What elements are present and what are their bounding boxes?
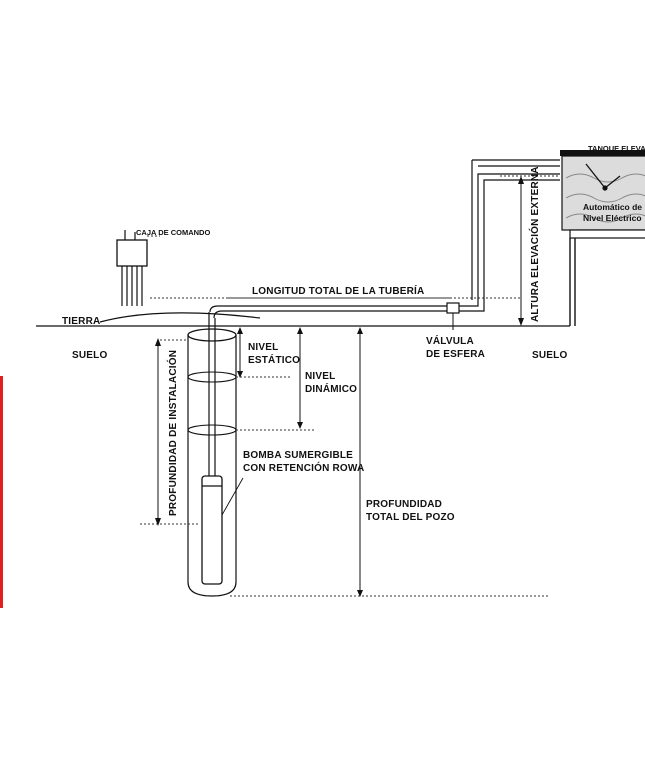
label-soil-left: SUELO <box>72 350 107 361</box>
submersible-pump <box>201 475 223 585</box>
ball-valve <box>446 302 460 314</box>
label-pipe-length: LONGITUD TOTAL DE LA TUBERÍA <box>252 284 424 297</box>
elevated-tank <box>560 150 645 326</box>
left-accent-strip <box>0 376 3 608</box>
control-box <box>116 230 148 306</box>
label-static-1: NIVEL <box>248 342 278 353</box>
label-external-height: ALTURA ELEVACIÓN EXTERNA <box>528 166 541 322</box>
label-valve-1: VÁLVULA <box>426 334 474 347</box>
label-ground: TIERRA <box>62 316 100 327</box>
label-total-depth-1: PROFUNDIDAD <box>366 499 442 510</box>
label-install-depth: PROFUNDIDAD DE INSTALACIÓN <box>166 350 179 516</box>
label-pump-2: CON RETENCIÓN ROWA <box>243 461 364 474</box>
label-dynamic-1: NIVEL <box>305 371 335 382</box>
label-valve-2: DE ESFERA <box>426 349 485 360</box>
label-static-2: ESTÁTICO <box>248 353 300 366</box>
well-casing <box>187 328 237 597</box>
label-pump-1: BOMBA SUMERGIBLE <box>243 450 353 461</box>
label-soil-right: SUELO <box>532 350 567 361</box>
label-tank: TANQUE ELEVADO <box>588 144 645 153</box>
label-total-depth-2: TOTAL DEL POZO <box>366 512 455 523</box>
ground-mound <box>99 312 261 323</box>
label-level-auto-1: Automático de <box>583 202 642 212</box>
label-level-auto-2: Nivel Eléctrico <box>583 213 642 223</box>
main-pipe <box>209 159 560 319</box>
label-dynamic-2: DINÁMICO <box>305 382 357 395</box>
label-control-box: CAJA DE COMANDO <box>136 228 210 237</box>
